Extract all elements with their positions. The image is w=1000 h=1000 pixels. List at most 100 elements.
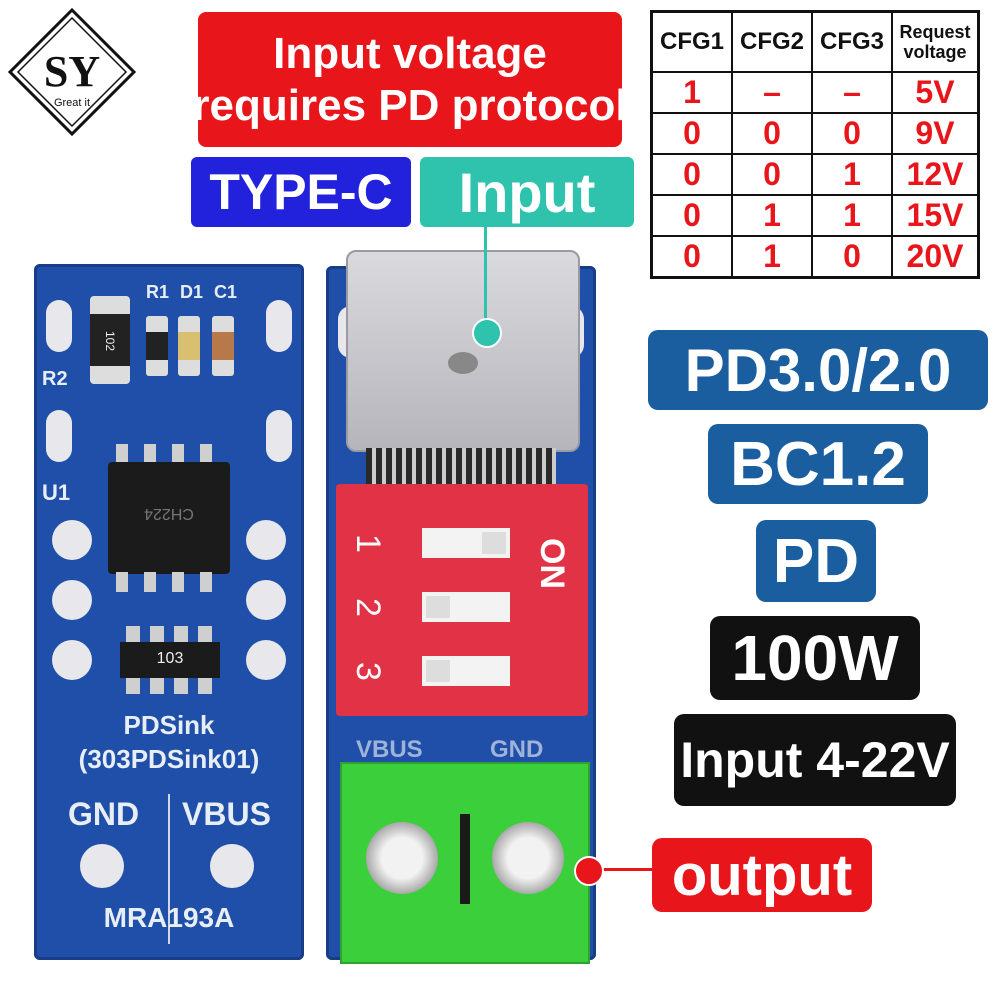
banner-line-2: requires PD protocol: [192, 80, 628, 130]
pad: [52, 580, 92, 620]
dip-slot-2[interactable]: [422, 592, 510, 622]
array-pins-top: [126, 626, 214, 642]
logo-sub-text: Great it: [54, 97, 90, 109]
label-c1: C1: [214, 282, 238, 302]
cell: 1: [811, 153, 893, 196]
label-d1: D1: [180, 282, 204, 302]
usb-c-pins: [366, 448, 556, 484]
component-body: [178, 332, 200, 360]
resistor-r2: 102: [90, 296, 130, 384]
type-c-label: TYPE-C: [191, 157, 411, 227]
input-label: Input: [420, 157, 634, 227]
resistor-body: [90, 314, 130, 366]
dip-switch: 1 2 3 ON: [336, 484, 588, 716]
board-model: (303PDSink01): [78, 744, 260, 774]
protocol-banner: Input voltage requires PD protocol: [192, 12, 628, 147]
cell: 1: [731, 235, 813, 279]
brand-logo: SY Great it: [7, 7, 137, 137]
cell: 5V: [891, 71, 980, 114]
cell: 0: [650, 112, 733, 155]
output-callout-line: [590, 868, 654, 871]
cell: 12V: [891, 153, 980, 196]
right-gnd-label: GND: [490, 736, 544, 763]
header-cfg3: CFG3: [811, 10, 893, 73]
component-body: [212, 332, 234, 360]
resistor-102-label: 102: [103, 330, 117, 352]
pad: [46, 300, 72, 352]
table-row: 0 1 0 20V: [650, 235, 980, 279]
pad: [266, 300, 292, 352]
array-body: [120, 642, 220, 678]
dip-slot-3[interactable]: [422, 656, 510, 686]
label-r1: R1: [146, 282, 170, 302]
cell: 0: [731, 112, 813, 155]
right-vbus-label: VBUS: [356, 736, 423, 763]
pcb-left-board: 102 R2 R1 D1 C1 U1 CH224 103 PDSink (303…: [34, 264, 304, 960]
array-pins-bottom: [126, 678, 214, 694]
table-row: 0 0 1 12V: [650, 153, 980, 196]
pad: [246, 520, 286, 560]
dip-number-2: 2: [348, 598, 387, 617]
silk-divider: [168, 794, 170, 944]
cell: 0: [650, 153, 733, 196]
input-callout-dot: [472, 318, 502, 348]
usb-c-connector: [346, 250, 580, 452]
board-name: PDSink: [123, 710, 215, 740]
header-request-voltage: Request voltage: [891, 10, 980, 73]
cell: 1: [650, 71, 733, 114]
gnd-label: GND: [68, 796, 140, 832]
table-header-row: CFG1 CFG2 CFG3 Request voltage: [650, 10, 980, 73]
dip-knob: [426, 596, 450, 618]
capacitor-c1: [212, 316, 234, 376]
header-cfg1: CFG1: [650, 10, 733, 73]
cell: –: [731, 71, 813, 114]
ic-chip: CH224: [104, 444, 234, 594]
cell: 0: [731, 153, 813, 196]
cell: 0: [811, 235, 893, 279]
pad: [266, 410, 292, 462]
label-r2: R2: [42, 368, 68, 390]
terminal-divider: [460, 814, 470, 904]
table-row: 0 1 1 15V: [650, 194, 980, 237]
component-r1: [146, 316, 168, 376]
header-cfg2: CFG2: [731, 10, 813, 73]
dip-on-label: ON: [533, 538, 571, 589]
output-callout-dot: [574, 856, 604, 886]
screw-left[interactable]: [366, 822, 438, 894]
pd-version-tag: PD3.0/2.0: [648, 330, 988, 410]
cell: 0: [650, 194, 733, 237]
table-row: 1 – – 5V: [650, 71, 980, 114]
input-callout-line: [484, 227, 487, 327]
logo-main-text: SY: [44, 47, 100, 96]
cell: 1: [811, 194, 893, 237]
screw-right[interactable]: [492, 822, 564, 894]
chip-pins-top: [116, 444, 222, 464]
dip-number-1: 1: [348, 534, 387, 553]
screw-terminal-block: [340, 762, 590, 964]
dip-knob: [482, 532, 506, 554]
cell: 20V: [891, 235, 980, 279]
vbus-pad: [210, 844, 254, 888]
board-code: MRA193A: [103, 902, 235, 933]
pad: [246, 580, 286, 620]
dip-number-3: 3: [348, 662, 387, 681]
cell: 9V: [891, 112, 980, 155]
cell: 1: [731, 194, 813, 237]
pd-tag: PD: [756, 520, 876, 602]
cell: 15V: [891, 194, 980, 237]
pad: [46, 410, 72, 462]
resistor-103-label: 103: [156, 650, 184, 667]
input-range-tag: Input 4-22V: [674, 714, 956, 806]
voltage-config-table: CFG1 CFG2 CFG3 Request voltage 1 – – 5V …: [650, 10, 980, 279]
gnd-pad: [80, 844, 124, 888]
dip-knob: [426, 660, 450, 682]
led-d1: [178, 316, 200, 376]
vbus-label: VBUS: [182, 796, 271, 832]
label-u1: U1: [42, 480, 71, 505]
cell: 0: [811, 112, 893, 155]
usb-c-screw: [448, 352, 478, 374]
pad: [52, 640, 92, 680]
resistor-array: 103: [120, 626, 220, 696]
dip-slot-1[interactable]: [422, 528, 510, 558]
cell: –: [811, 71, 893, 114]
